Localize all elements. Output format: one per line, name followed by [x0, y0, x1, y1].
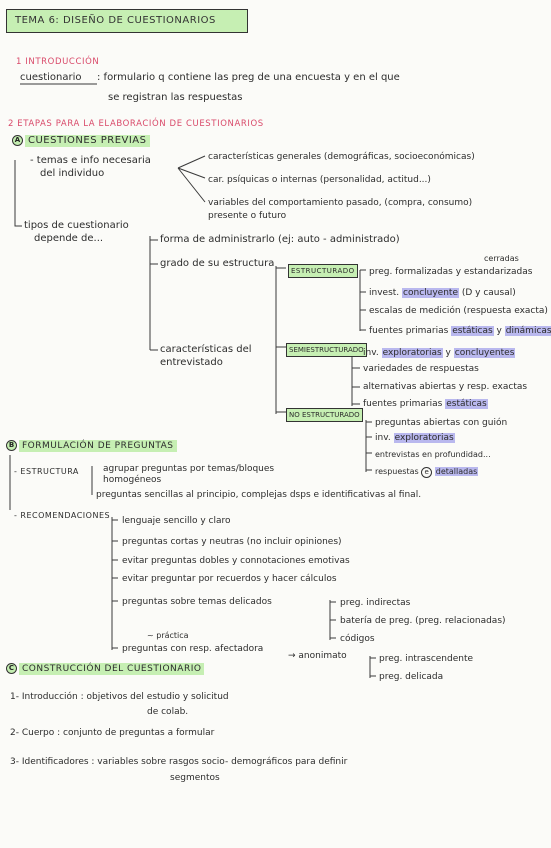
section-c-marker: C — [6, 663, 17, 674]
fuentes-primarias: fuentes primarias — [369, 326, 449, 336]
estaticas-highlight: estáticas — [445, 399, 488, 409]
variables-comportamiento-line2: presente o futuro — [208, 211, 287, 221]
section-a-marker: A — [12, 135, 23, 146]
concluyente-highlight: concluyente — [402, 288, 459, 298]
estructurado-item-4: fuentes primarias estáticas y dinámicas — [369, 325, 551, 337]
inv-label: inv. — [363, 348, 379, 358]
label-semiestructurado: SEMIESTRUCTURADO — [286, 343, 367, 357]
e-circle-icon: e — [421, 467, 433, 478]
estructurado-item-3: escalas de medición (respuesta exacta) — [369, 306, 548, 316]
delicados-3: códigos — [340, 634, 375, 644]
agrupar-line1: agrupar preguntas por temas/bloques — [103, 464, 275, 474]
temas-line1: - temas e info necesaria — [30, 155, 151, 166]
section-a-title: CUESTIONES PREVIAS — [25, 135, 150, 147]
variables-comportamiento-line1: variables del comportamiento pasado, (co… — [208, 198, 473, 208]
preguntas-sencillas: preguntas sencillas al principio, comple… — [96, 490, 422, 500]
detalladas-highlight: detalladas — [434, 467, 479, 476]
estructurado-item-2: invest. concluyente (D y causal) — [369, 287, 516, 299]
dinamicas-highlight: dinámicas — [504, 326, 551, 336]
recomendacion-1: lenguaje sencillo y claro — [122, 516, 231, 526]
inv-label: inv. — [375, 433, 391, 443]
caracteristicas-entrevistado-line2: entrevistado — [160, 357, 223, 368]
cuestionario-def-line2: se registran las respuestas — [108, 92, 243, 103]
y-connector: y — [445, 348, 451, 358]
construccion-3-line2: segmentos — [170, 773, 220, 783]
practica-note: ~ práctica — [147, 631, 189, 640]
anonimato-2: preg. delicada — [379, 672, 444, 682]
estaticas-highlight: estáticas — [451, 326, 494, 336]
exploratorias-highlight: exploratorias — [381, 348, 443, 358]
forma-administrarlo: forma de administrarlo (ej: auto - admin… — [160, 234, 400, 245]
respuestas-label: respuestas — [375, 467, 419, 476]
section-2-heading: 2 ETAPAS PARA LA ELABORACIÓN DE CUESTION… — [8, 119, 264, 129]
caracteristicas-entrevistado-line1: características del — [160, 344, 252, 355]
semi-item-4: fuentes primarias estáticas — [363, 398, 488, 410]
estructurado-item-1: preg. formalizadas y estandarizadas — [369, 266, 532, 278]
delicados-2: batería de preg. (preg. relacionadas) — [340, 616, 506, 626]
d-y-causal: (D y causal) — [461, 288, 516, 298]
agrupar-line2: homogéneos — [103, 475, 162, 485]
fuentes-primarias: fuentes primarias — [363, 399, 443, 409]
estandarizadas: y estandarizadas — [455, 267, 533, 277]
anonimato-1: preg. intrascendente — [379, 654, 474, 664]
no-est-item-3: entrevistas en profundidad... — [375, 450, 491, 459]
construccion-1-line2: de colab. — [147, 707, 189, 717]
page-title: TEMA 6: DISEÑO DE CUESTIONARIOS — [15, 15, 216, 26]
section-b-marker: B — [6, 440, 17, 451]
y-connector: y — [496, 326, 502, 336]
invest-label: invest. — [369, 288, 400, 298]
construccion-1-line1: 1- Introducción : objetivos del estudio … — [10, 692, 229, 702]
recomendacion-4: evitar preguntar por recuerdos y hacer c… — [122, 574, 337, 584]
no-est-item-4: respuestas e detalladas — [375, 466, 479, 478]
preg-formalizadas: preg. formalizadas — [369, 267, 453, 277]
semi-item-1: inv. exploratorias y concluyentes — [363, 347, 516, 359]
anonimato: → anonimato — [288, 651, 347, 661]
exploratorias-highlight: exploratorias — [393, 433, 455, 443]
recomendacion-3: evitar preguntas dobles y connotaciones … — [122, 556, 350, 566]
tipos-line1: tipos de cuestionario — [24, 220, 129, 231]
caracteristicas-psiquicas: car. psíquicas o internas (personalidad,… — [208, 175, 431, 185]
cerradas-note: cerradas — [484, 254, 519, 263]
recomendacion-5: preguntas sobre temas delicados — [122, 597, 272, 607]
section-c-title: CONSTRUCCIÓN DEL CUESTIONARIO — [19, 663, 205, 675]
semi-item-3: alternativas abiertas y resp. exactas — [363, 382, 528, 392]
tipos-line2: depende de... — [34, 233, 104, 244]
label-estructurado: ESTRUCTURADO — [288, 264, 358, 278]
construccion-3-line1: 3- Identificadores : variables sobre ras… — [10, 757, 348, 767]
construccion-2: 2- Cuerpo : conjunto de preguntas a form… — [10, 728, 215, 738]
no-est-item-1: preguntas abiertas con guión — [375, 418, 508, 428]
semi-item-2: variedades de respuestas — [363, 364, 479, 374]
estructura-label: - ESTRUCTURA — [14, 467, 79, 476]
recomendaciones-label: - RECOMENDACIONES — [14, 511, 111, 520]
section-1-heading: 1 INTRODUCCIÓN — [16, 57, 100, 67]
recomendacion-6: preguntas con resp. afectadora — [122, 644, 264, 654]
cuestionario-term: cuestionario — [20, 72, 82, 83]
cuestionario-def-line1: : formulario q contiene las preg de una … — [97, 72, 400, 83]
grado-estructura: grado de su estructura — [160, 258, 275, 269]
label-no-estructurado: NO ESTRUCTURADO — [286, 408, 363, 422]
recomendacion-2: preguntas cortas y neutras (no incluir o… — [122, 537, 342, 547]
caracteristicas-generales: características generales (demográficas,… — [208, 152, 475, 162]
section-b-title: FORMULACIÓN DE PREGUNTAS — [19, 440, 177, 452]
temas-line2: del individuo — [40, 168, 105, 179]
delicados-1: preg. indirectas — [340, 598, 411, 608]
no-est-item-2: inv. exploratorias — [375, 432, 455, 444]
concluyentes-highlight: concluyentes — [453, 348, 516, 358]
title-box: TEMA 6: DISEÑO DE CUESTIONARIOS — [6, 9, 248, 33]
